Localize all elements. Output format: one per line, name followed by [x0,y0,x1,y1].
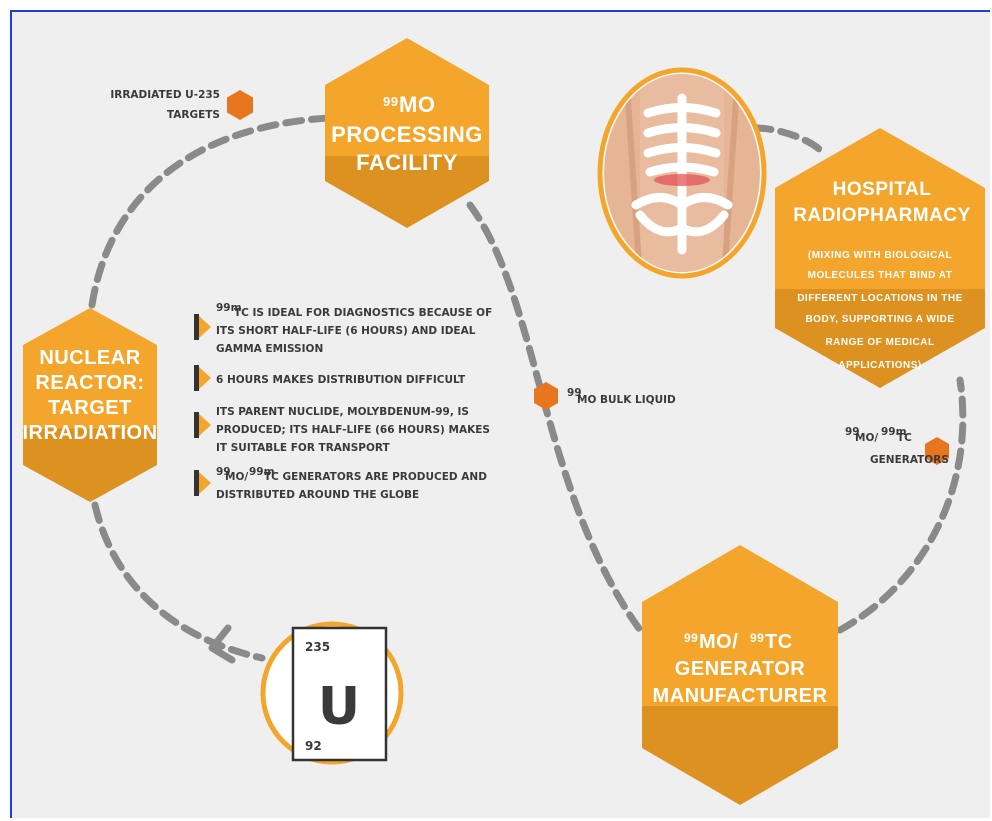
gen-label-a: MO/ [855,432,878,444]
gen-label-sup1: 99 [845,426,860,438]
small-hex-generators [925,437,949,465]
hospital-radiopharmacy-node: HOSPITAL RADIOPHARMACY (MIXING WITH BIOL… [775,128,985,388]
irradiated-line1: IRRADIATED U-235 [110,89,220,101]
hospital-desc3: DIFFERENT LOCATIONS IN THE [797,293,963,304]
facility-sup: 99 [383,94,398,109]
bullet-marker [194,365,211,391]
mo-processing-facility-node: 99 MO PROCESSING FACILITY [325,38,489,228]
hospital-desc1: (MIXING WITH BIOLOGICAL [808,250,952,261]
bullet1-l2: ITS SHORT HALF-LIFE (6 HOURS) AND IDEAL [216,325,476,337]
bullet-marker [194,314,211,340]
bullet1-l3: GAMMA EMISSION [216,343,323,355]
bullet2-l1: 6 HOURS MAKES DISTRIBUTION DIFFICULT [216,374,466,386]
generator-sup1: 99 [684,631,698,645]
gen-label-line2: GENERATORS [870,454,949,466]
arrow-head [208,624,236,664]
bulk-text: MO BULK LIQUID [577,394,676,406]
reactor-line3: TARGET [48,397,132,419]
path-generator-to-hospital [836,376,967,634]
bullet1-sup: 99m [216,302,242,314]
bullet3-l1: ITS PARENT NUCLIDE, MOLYBDENUM-99, IS [216,406,469,418]
reactor-line1: NUCLEAR [39,347,140,369]
bullet1-l1: TC IS IDEAL FOR DIAGNOSTICS BECAUSE OF [234,307,492,319]
reactor-line4: IRRADIATION [22,422,157,444]
bullet4-sup1: 99 [216,466,231,478]
bullet4-l2: DISTRIBUTED AROUND THE GLOBE [216,489,419,501]
hospital-desc6: APPLICATIONS) [838,360,922,371]
hospital-desc2: MOLECULES THAT BIND AT [808,270,953,281]
uranium-element-card: 235 U 92 [260,621,404,765]
bulk-sup: 99 [567,387,582,399]
reactor-line2: REACTOR: [35,372,144,394]
generator-line3: MANUFACTURER [653,685,828,707]
path-facility-to-generator [466,201,644,634]
generator-b: TC [765,631,793,653]
uranium-mass: 235 [305,640,330,654]
uranium-atomic-number: 92 [305,739,322,753]
hospital-desc5: RANGE OF MEDICAL [825,337,934,348]
bullet4-sup2: 99m [249,466,275,478]
bullet-list: 99m TC IS IDEAL FOR DIAGNOSTICS BECAUSE … [194,302,492,501]
nuclear-reactor-node: NUCLEAR REACTOR: TARGET IRRADIATION [22,308,157,502]
generator-manufacturer-node: 99 MO/ 99 TC GENERATOR MANUFACTURER [642,545,838,805]
small-hex-bulk [534,382,558,410]
hospital-desc4: BODY, SUPPORTING A WIDE [805,314,954,325]
uranium-symbol: U [318,677,360,737]
generator-sup2: 99 [750,631,764,645]
bullet4-l1: TC GENERATORS ARE PRODUCED AND [264,471,487,483]
body-scan-illustration [597,67,767,279]
small-hex-irradiated [227,90,253,120]
gen-label-sup2: 99m [881,426,907,438]
facility-line3: FACILITY [356,150,458,175]
facility-line2: PROCESSING [331,122,483,147]
irradiated-line2: TARGETS [167,109,220,121]
generator-line2: GENERATOR [675,658,805,680]
facility-line1: MO [399,92,435,117]
path-hospital-top [751,124,824,154]
bullet3-l2: PRODUCED; ITS HALF-LIFE (66 HOURS) MAKES [216,424,490,436]
generator-a: MO/ [699,631,738,653]
path-reactor-to-facility [88,114,334,309]
hospital-line1: HOSPITAL [833,179,932,200]
bullet4-a: MO/ [225,471,248,483]
bullet-marker [194,470,211,496]
bullet3-l3: IT SUITABLE FOR TRANSPORT [216,442,391,454]
path-reactor-to-uranium [91,501,266,662]
gen-label-b: TC [897,432,912,444]
bullet-marker [194,412,211,438]
hospital-line2: RADIOPHARMACY [793,205,971,226]
